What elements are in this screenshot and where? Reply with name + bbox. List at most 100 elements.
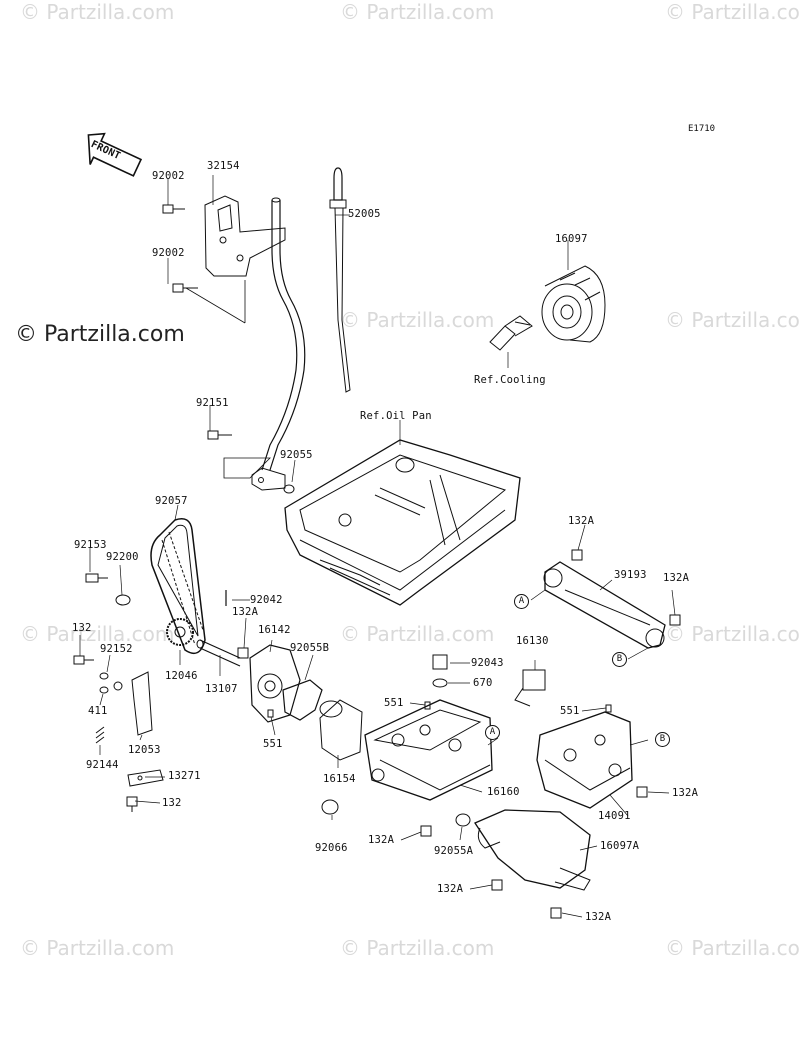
bolt-92002-mid — [172, 283, 198, 293]
cover-14091 — [536, 711, 633, 809]
watermark-text: © Partzilla.com — [340, 308, 495, 332]
bracket-32154 — [204, 195, 286, 277]
front-arrow-icon — [87, 132, 143, 177]
part-label: 92055 — [280, 449, 313, 461]
dowel-92043 — [432, 654, 448, 670]
bolt-132A-body — [420, 825, 432, 837]
diagram-code: E1710 — [688, 124, 716, 134]
part-label: 92002 — [152, 170, 185, 182]
part-label: 132 — [72, 622, 92, 634]
part-label: 411 — [88, 705, 108, 717]
part-label: 132 — [162, 797, 182, 809]
bolt-132A-cover — [636, 786, 648, 798]
part-label: 16154 — [323, 773, 356, 785]
stay-39193 — [543, 561, 666, 649]
ref-oil-pan: Ref.Oil Pan — [360, 410, 432, 422]
callout-b: B — [655, 732, 670, 747]
fitting-ref-cooling — [489, 315, 533, 351]
part-label: 92043 — [471, 657, 504, 669]
part-label: 52005 — [348, 208, 381, 220]
bolt-132 — [73, 655, 94, 665]
tensioner-12053 — [113, 671, 153, 736]
pin-551 — [267, 709, 274, 718]
watermark-text: © Partzilla.com — [340, 622, 495, 646]
watermark-text: © Partzilla.com — [665, 308, 800, 332]
o-ring-92055A — [455, 813, 471, 827]
washer-411 — [99, 686, 109, 694]
part-label: 92055B — [290, 642, 330, 654]
strainer-16154 — [319, 699, 363, 761]
callout-b: B — [612, 652, 627, 667]
spring-92144 — [95, 726, 105, 744]
plate-13271 — [127, 769, 164, 787]
part-label: 132A — [232, 606, 259, 618]
shaft-13107 — [196, 639, 241, 667]
part-label: 12046 — [165, 670, 198, 682]
collar-92152 — [99, 672, 109, 680]
ref-cooling: Ref.Cooling — [474, 374, 546, 386]
watermark-main: © Partzilla.com — [15, 322, 185, 347]
chain-92057 — [150, 518, 206, 655]
part-label: 92055A — [434, 845, 474, 857]
watermark-text: © Partzilla.com — [340, 0, 495, 24]
watermark-text: © Partzilla.com — [20, 936, 175, 960]
part-label: 132A — [437, 883, 464, 895]
callout-a: A — [514, 594, 529, 609]
part-label: 92152 — [100, 643, 133, 655]
pump-body-16160 — [364, 699, 493, 801]
part-label: 39193 — [614, 569, 647, 581]
part-label: 551 — [560, 705, 580, 717]
watermark-text: © Partzilla.com — [665, 622, 800, 646]
sensor-16130 — [514, 669, 546, 707]
part-label: 132A — [663, 572, 690, 584]
part-label: 132A — [368, 834, 395, 846]
sprocket-12046 — [166, 618, 194, 646]
bolt-92002-top — [162, 204, 185, 214]
leader-lines — [79, 175, 676, 918]
part-label: 670 — [473, 677, 493, 689]
part-label: 551 — [384, 697, 404, 709]
bolt-132A-pump — [237, 647, 249, 659]
part-label: 12053 — [128, 744, 161, 756]
bolt-132-b — [126, 796, 138, 812]
watermark-text: © Partzilla.com — [665, 936, 800, 960]
gasket-92055B — [282, 679, 323, 721]
pump-16142 — [249, 644, 301, 723]
watermark-text: © Partzilla.com — [20, 622, 175, 646]
part-label: 92042 — [250, 594, 283, 606]
watermark-text: © Partzilla.com — [665, 0, 800, 24]
dipstick-52005 — [329, 167, 351, 393]
part-label: 92151 — [196, 397, 229, 409]
part-label: 14091 — [598, 810, 631, 822]
part-label: 16142 — [258, 624, 291, 636]
part-label: 92200 — [106, 551, 139, 563]
part-label: 13107 — [205, 683, 238, 695]
part-label: 551 — [263, 738, 283, 750]
part-label: 92144 — [86, 759, 119, 771]
part-label: 16160 — [487, 786, 520, 798]
part-label: 92002 — [152, 247, 185, 259]
o-ring-92055 — [283, 484, 295, 494]
washer-92200 — [115, 594, 131, 606]
part-label: 32154 — [207, 160, 240, 172]
watermark-text: © Partzilla.com — [340, 936, 495, 960]
callout-a: A — [485, 725, 500, 740]
part-label: 16130 — [516, 635, 549, 647]
bolt-92151 — [207, 430, 232, 440]
watermark-text: © Partzilla.com — [20, 0, 175, 24]
dipstick-tube — [251, 197, 306, 491]
pipe-92066 — [321, 799, 339, 815]
part-label: 16097 — [555, 233, 588, 245]
part-label: 13271 — [168, 770, 201, 782]
pin-551-b — [424, 701, 431, 710]
part-label: 92057 — [155, 495, 188, 507]
part-label: 132A — [585, 911, 612, 923]
pin-551-c — [605, 704, 612, 713]
o-ring-670 — [432, 678, 448, 688]
housing-16097A — [474, 809, 591, 891]
part-label: 132A — [568, 515, 595, 527]
part-label: 16097A — [600, 840, 640, 852]
oil-filter-16097 — [541, 265, 606, 343]
